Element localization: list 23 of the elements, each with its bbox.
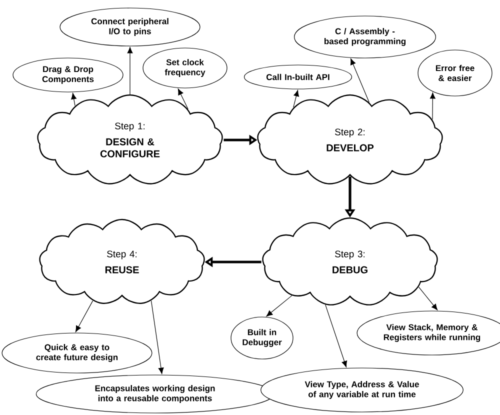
ellipse-bubble: Set clock frequency xyxy=(142,48,228,88)
ellipse-bubble: Drag & Drop Components xyxy=(12,58,124,92)
node-label: View Type, Address & Value of any variable at run time xyxy=(304,381,419,399)
ellipse-bubble: Built in Debugger xyxy=(230,316,294,360)
arrow xyxy=(418,286,438,310)
ellipse-bubble: View Type, Address & Value of any variable at run time xyxy=(260,368,464,412)
ellipse-bubble: Call In-built API xyxy=(244,64,352,90)
arrow xyxy=(293,90,299,108)
arrow xyxy=(350,58,370,103)
arrow xyxy=(266,295,292,316)
arrow xyxy=(178,88,188,110)
ellipse-bubble: Quick & easy to create future design xyxy=(2,332,152,374)
arrow xyxy=(325,304,348,368)
ellipse-bubble: C / Assembly - based programming xyxy=(294,16,436,58)
ellipse-bubble: Connect peripheral I/O to pins xyxy=(60,8,200,46)
ellipse-bubble: Error free & easier xyxy=(418,50,492,96)
arrow xyxy=(150,300,164,374)
ellipse-bubble: Encapsulates working design into a reusable components xyxy=(36,374,274,414)
arrow xyxy=(127,47,133,95)
ellipse-bubble: View Stack, Memory & Registers while running xyxy=(356,310,500,356)
arrow xyxy=(75,300,94,332)
arrow xyxy=(430,92,436,120)
arrow xyxy=(71,93,76,106)
